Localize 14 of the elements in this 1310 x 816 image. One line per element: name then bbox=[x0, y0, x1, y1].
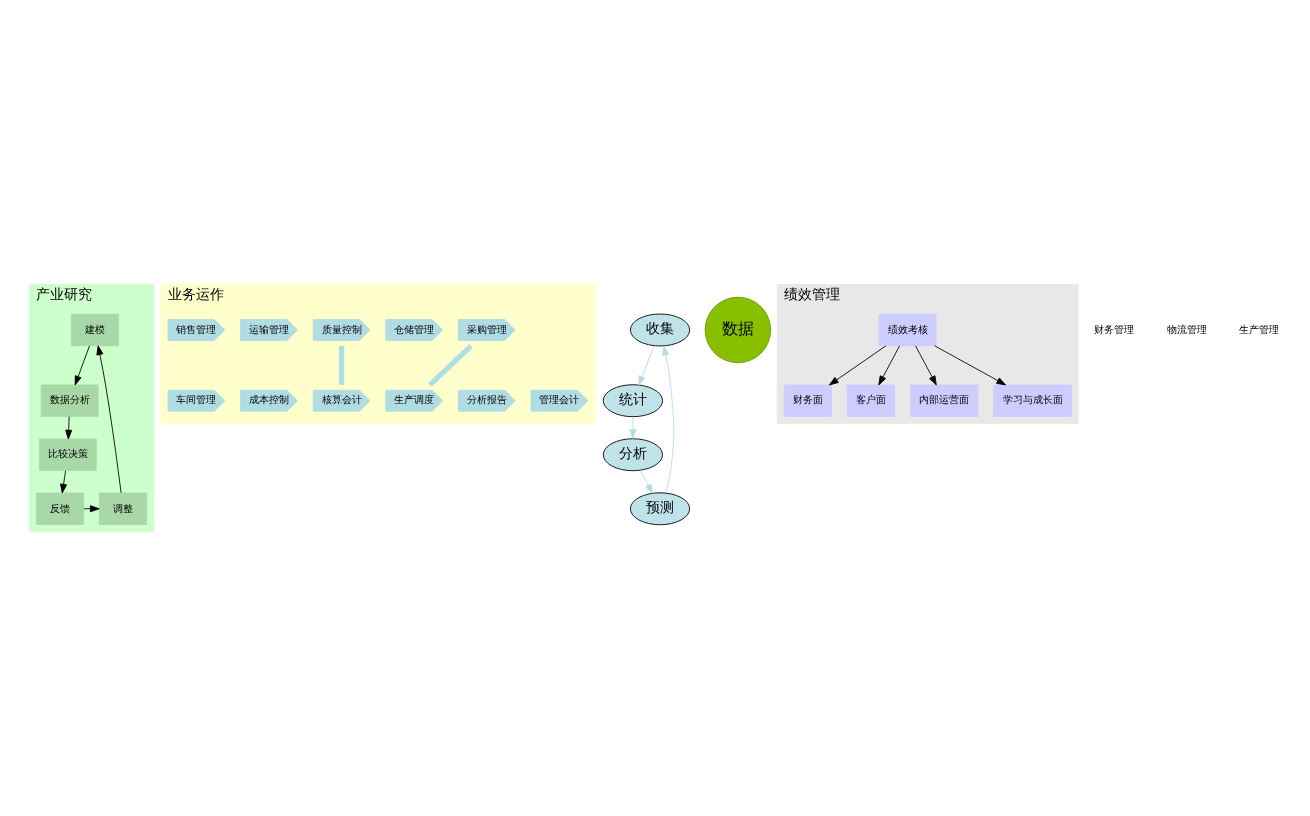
arrow bbox=[96, 345, 122, 494]
arrow bbox=[638, 345, 655, 386]
arrow bbox=[934, 345, 1006, 386]
arrow bbox=[83, 505, 100, 513]
arrow bbox=[629, 416, 637, 439]
arrow bbox=[640, 470, 653, 494]
arrow bbox=[65, 416, 73, 440]
connector bbox=[339, 345, 345, 385]
arrow bbox=[878, 345, 901, 386]
arrow bbox=[60, 470, 67, 494]
arrow bbox=[829, 345, 887, 386]
arrow bbox=[915, 345, 937, 386]
arrow bbox=[74, 345, 90, 386]
arrow bbox=[662, 345, 675, 493]
